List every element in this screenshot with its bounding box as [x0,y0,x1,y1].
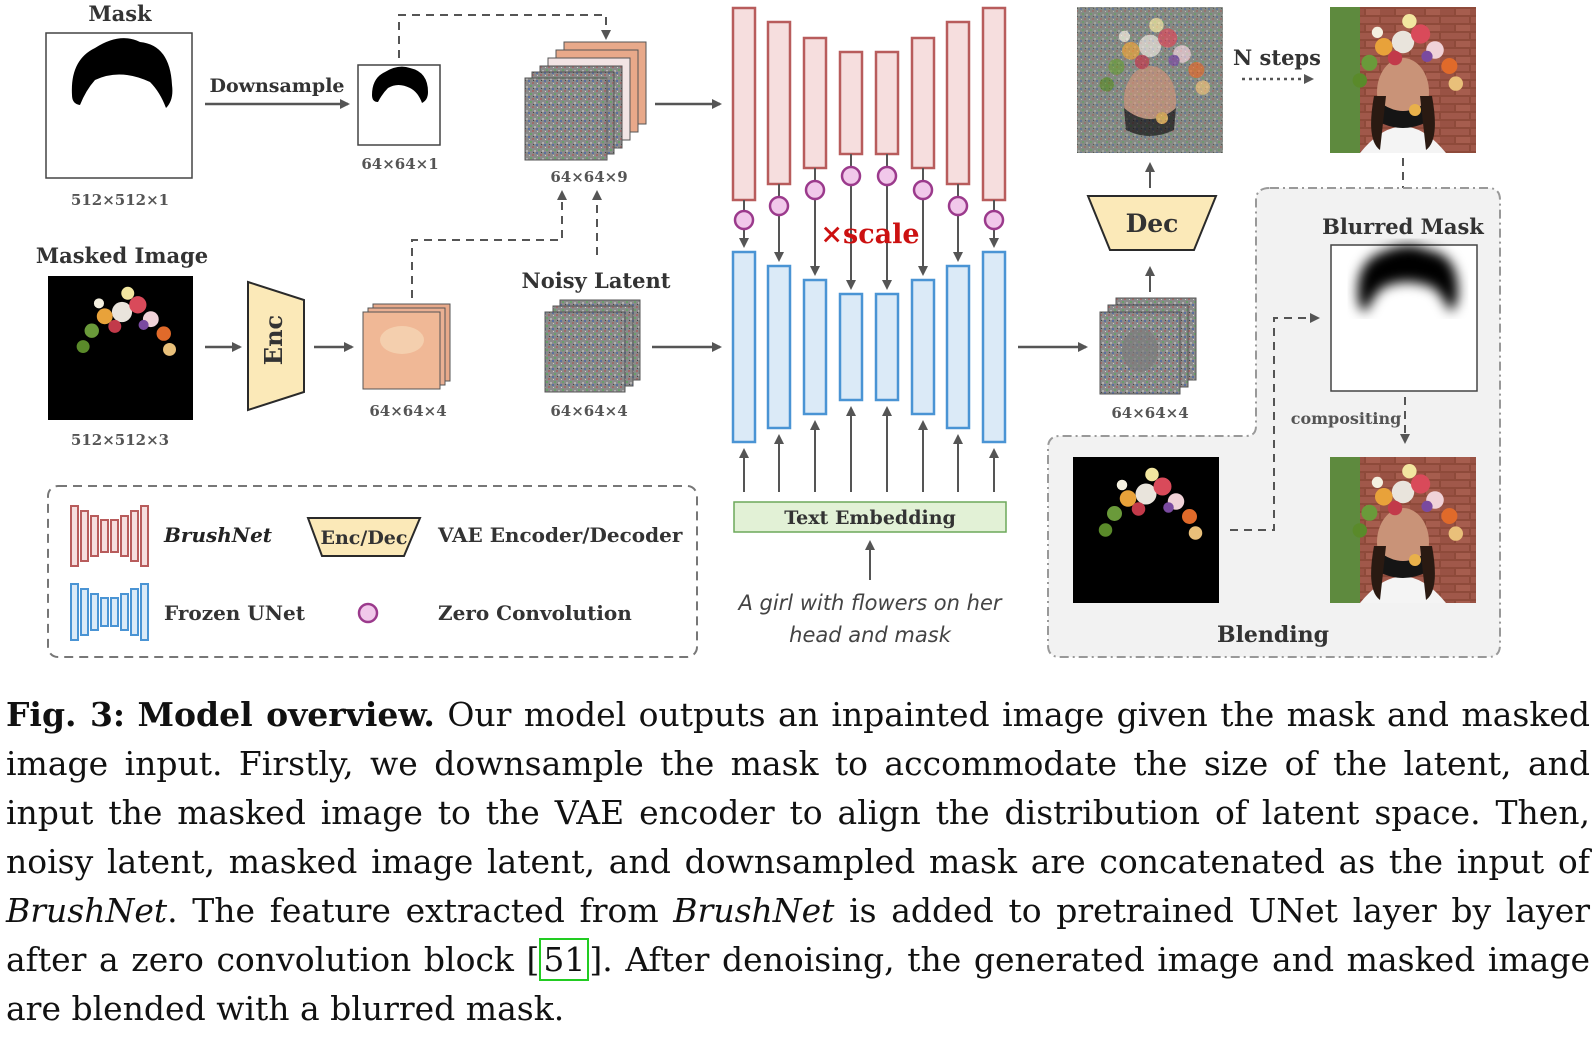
figure-caption: Fig. 3: Model overview. Our model output… [6,690,1590,1033]
blended-result-image [1330,457,1476,603]
downsample-label: Downsample [209,75,344,97]
text-embedding-box [733,501,1007,533]
fig-title: Model overview. [137,695,435,734]
zero-conv-node [912,179,934,201]
mask-dim: 512×512×1 [71,191,169,209]
output-latent [1099,297,1197,395]
zero-conv-legend-icon [357,602,379,624]
caption-brushnet-2: BrushNet [673,891,835,930]
text-embedding-label: Text Embedding [784,507,956,529]
brushnet-network [731,6,1007,202]
masked-to-blend-arrow [1230,313,1320,531]
vae-decoder [1086,195,1218,251]
zero-conv-node [804,179,826,201]
masked-image-latent [362,303,451,390]
model-overview-diagram: Mask 512×512×1 Downsample 64×64×1 64×64×… [36,1,1501,658]
citation-link[interactable]: 51 [539,938,590,981]
latent-to-concat-arrow [411,190,567,298]
mask-to-concat-arrow [398,14,611,58]
caption-part-4: . After denoising, the generated image a… [6,940,1591,1028]
enc-dim: 64×64×4 [369,402,446,420]
blurred-mask-title: Blurred Mask [1322,214,1484,239]
citation-close: ] [589,940,603,979]
downsampled-mask [357,64,441,146]
masked-dim: 512×512×3 [71,431,169,449]
blending-label: Blending [1217,622,1329,648]
zero-conv-node [840,165,862,187]
concat-dim: 64×64×9 [550,168,627,186]
vae-legend-icon [306,517,422,557]
legend-unet: Frozen UNet [164,601,306,625]
legend-encdec: VAE Encoder/Decoder [437,523,683,547]
noisy-latent [544,299,641,393]
legend-encdec-icon: Enc/Dec [321,527,408,549]
dec-label: Dec [1126,209,1179,238]
concat-latent-stack [524,41,647,161]
prompt-line-2: head and mask [789,623,952,647]
text-embedding-arrows [739,406,999,492]
unet-legend-icon [70,583,149,641]
down-dim: 64×64×1 [361,155,438,173]
scale-label: ×scale [820,219,919,250]
vae-encoder [247,280,305,412]
n-steps-label: N steps [1233,45,1321,70]
compositing-label: compositing [1291,409,1402,428]
frozen-unet [731,250,1007,444]
brushnet-legend-icon [70,505,149,567]
mask-title: Mask [88,1,152,26]
decoded-image [1077,7,1223,153]
caption-part-3: is added to pretrained UNet layer by lay… [6,891,1590,979]
enc-label: Enc [259,315,288,365]
zero-conv-node [733,209,755,231]
masked-image-title: Masked Image [36,243,208,268]
legend-zero-conv: Zero Convolution [438,601,632,625]
legend-box [47,485,698,658]
legend-brushnet: BrushNet [163,523,273,547]
mask-shape [71,38,173,108]
zero-conv-node [983,209,1005,231]
prompt-line-1: A girl with flowers on her [736,591,1002,615]
caption-brushnet-1: BrushNet [6,891,168,930]
caption-part-1: Our model outputs an inpainted image giv… [6,695,1590,881]
citation-open: [ [526,940,540,979]
noisy-dim: 64×64×4 [550,402,627,420]
zero-conv-node [768,195,790,217]
noisy-latent-title: Noisy Latent [522,268,671,293]
zero-conv-node [947,195,969,217]
caption-part-2: . The feature extracted from [167,891,659,930]
zero-convolutions [739,154,999,290]
generated-image [1330,7,1476,153]
zero-conv-node [876,165,898,187]
out-dim: 64×64×4 [1111,404,1188,422]
fig-label: Fig. 3: [6,695,126,734]
